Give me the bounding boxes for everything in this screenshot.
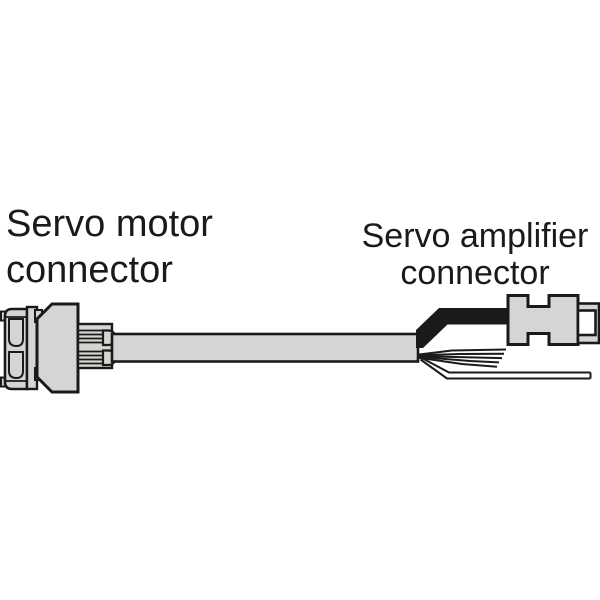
- amplifier-body: [506, 294, 580, 346]
- sheathed-wire: [416, 308, 509, 348]
- motor-cap-latch-top: [8, 318, 24, 348]
- motor-body: [35, 302, 80, 394]
- wire-5: [418, 356, 498, 368]
- motor-cap: [3, 307, 29, 391]
- servo-amplifier-connector-label: Servo amplifier connector: [361, 217, 589, 292]
- motor-clamp-stripes: [78, 329, 103, 365]
- amplifier-mating-window: [576, 309, 597, 337]
- wire-3: [418, 355, 503, 360]
- servo-motor-connector-label: Servo motor connector: [6, 203, 213, 291]
- motor-cap-inner-lines: [6, 316, 26, 382]
- discrete-wires: [418, 348, 592, 380]
- cable: [110, 332, 420, 363]
- wire-long-top-edge: [418, 355, 591, 374]
- servo-motor-connector-drawing: [0, 302, 117, 394]
- servo-amplifier-connector-drawing: [506, 294, 600, 346]
- wire-long-bottom-edge: [419, 358, 591, 380]
- wire-4: [418, 355, 500, 364]
- motor-cap-latch-bottom: [8, 351, 24, 380]
- wire-2: [418, 352, 505, 357]
- wire-1: [418, 348, 507, 356]
